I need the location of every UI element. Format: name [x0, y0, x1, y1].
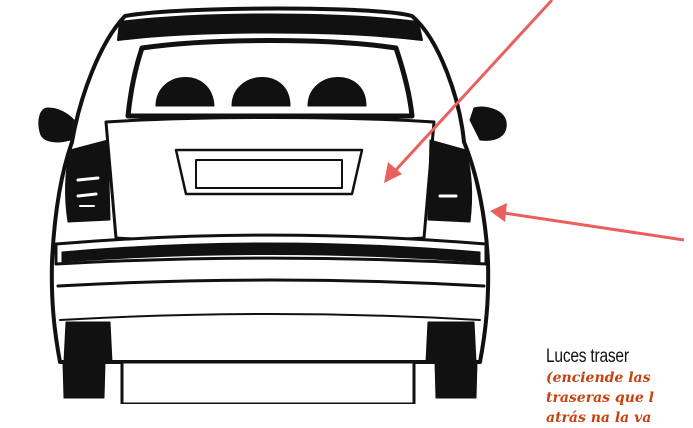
right-bumper-end: [426, 322, 476, 362]
car-rear-diagram: [0, 0, 693, 404]
caption-note-line-2: traseras que l: [546, 388, 693, 408]
right-side-mirror: [470, 107, 506, 140]
license-plate: [196, 160, 342, 188]
lower-plate-area: [122, 362, 414, 404]
left-side-mirror: [39, 108, 74, 142]
arrow-to-body-line: [504, 213, 684, 240]
caption-note-line-1: (enciende las: [546, 368, 693, 388]
left-bumper-end: [64, 322, 112, 362]
caption-title: Luces traser: [546, 346, 667, 368]
left-tail-light: [66, 140, 110, 222]
caption-note-line-3: atrás na la va: [546, 408, 693, 428]
right-tail-light: [428, 140, 472, 222]
left-tail-light-detail-1: [78, 178, 98, 180]
tail-lights-caption: Luces traser (enciende las traseras que …: [546, 346, 693, 428]
arrow-to-body-head: [490, 203, 507, 222]
car-rear-view-icon: [39, 9, 506, 405]
left-tail-light-detail-2: [78, 194, 96, 196]
